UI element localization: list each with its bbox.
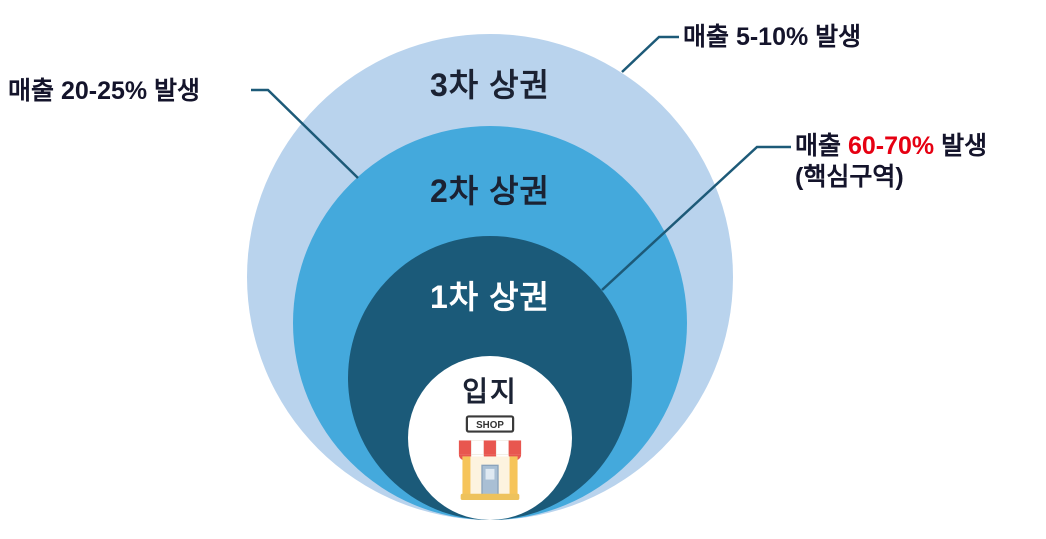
shop-sign-board — [465, 415, 515, 433]
shop-sign-text: SHOP — [476, 420, 504, 431]
annotation-primary-line1: 매출 60-70% 발생 — [795, 131, 987, 162]
annotation-primary-highlight: 60-70% — [847, 132, 935, 160]
label-tertiary-trade-area: 3차 상권 — [429, 67, 550, 103]
shop-building — [460, 456, 520, 500]
annotation-primary-prefix: 매출 — [795, 132, 848, 160]
annotation-secondary-sales: 매출 20-25% 발생 — [8, 77, 201, 105]
shop-base — [460, 493, 520, 500]
annotation-tertiary-sales: 매출 5-10% 발생 — [683, 23, 862, 51]
annotation-primary-sales: 매출 60-70% 발생 (핵심구역) — [795, 131, 987, 192]
shop-storefront-icon: SHOP — [458, 415, 522, 500]
annotation-primary-suffix: 발생 — [934, 132, 988, 160]
location-label: 입지 — [462, 376, 518, 407]
label-primary-trade-area: 1차 상권 — [429, 279, 550, 315]
label-secondary-trade-area: 2차 상권 — [429, 173, 550, 209]
shop-door-window — [485, 468, 495, 480]
annotation-primary-line2: (핵심구역) — [795, 162, 904, 191]
